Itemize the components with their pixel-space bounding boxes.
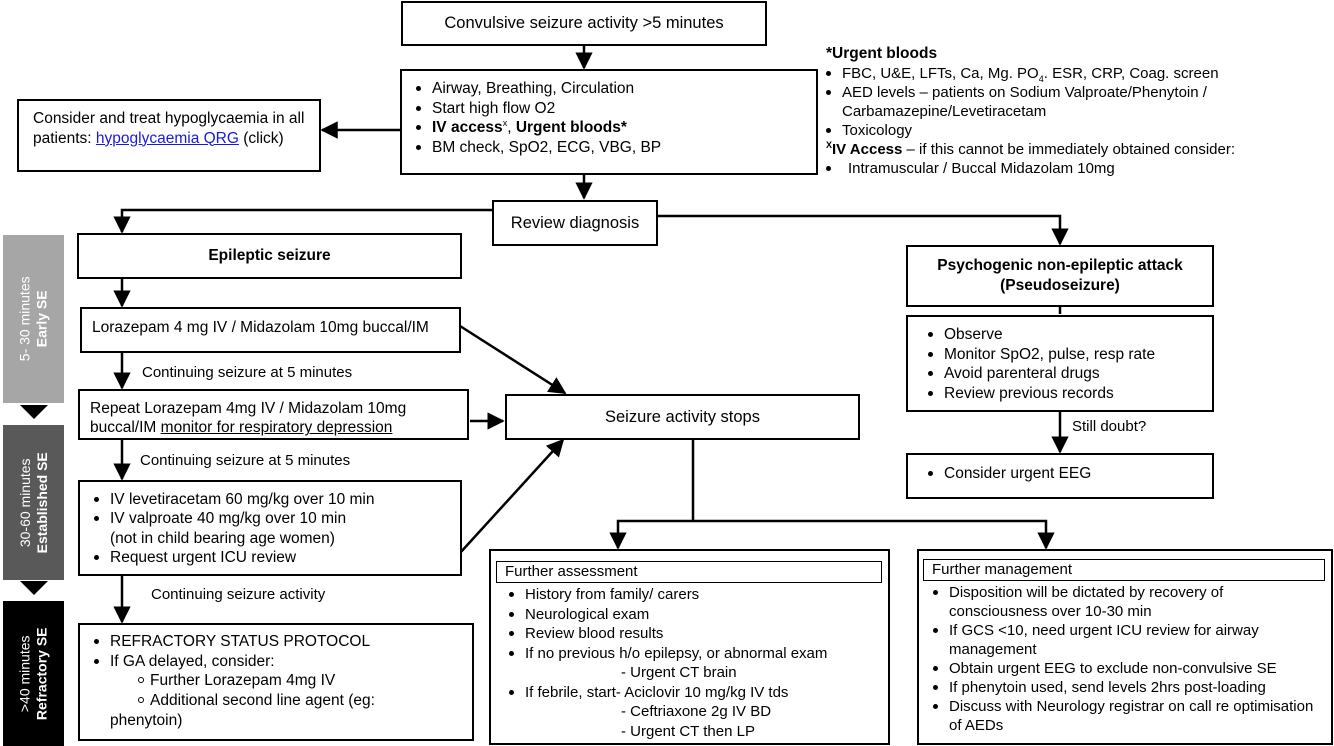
initial-item: Airway, Breathing, Circulation bbox=[408, 79, 810, 99]
hypo-text: Consider and treat hypoglycaemia in all … bbox=[33, 110, 305, 147]
arrow-review-to-pnea bbox=[658, 214, 1069, 246]
epileptic-seizure-box: Epileptic seizure bbox=[77, 233, 462, 279]
second-line-item: IV valproate 40 mg/kg over 10 min(not in… bbox=[86, 509, 454, 548]
iv-access-note-item: Intramuscular / Buccal Midazolam 10mg bbox=[818, 159, 1326, 178]
review-diagnosis-box: Review diagnosis bbox=[492, 200, 658, 246]
second-line-box: IV levetiracetam 60 mg/kg over 10 min IV… bbox=[78, 480, 462, 576]
refractory-subitem: Additional second line agent (eg: bbox=[136, 691, 466, 711]
hypoglycaemia-box: Consider and treat hypoglycaemia in all … bbox=[17, 99, 321, 172]
management-item: Obtain urgent EEG to exclude non-convuls… bbox=[925, 659, 1325, 678]
further-assessment-box: Further assessment History from family/ … bbox=[489, 549, 890, 745]
iv-access-note-title: IV Access bbox=[832, 140, 903, 158]
pnea-line2: (Pseudoseizure) bbox=[1000, 277, 1120, 294]
seizure-stops-text: Seizure activity stops bbox=[605, 407, 760, 426]
management-item: Disposition will be dictated by recovery… bbox=[925, 583, 1325, 621]
arrow-stops-to-assessment bbox=[609, 519, 693, 550]
assessment-item: History from family/ carers bbox=[501, 585, 886, 605]
continuing-seizure-label-2: Continuing seizure at 5 minutes bbox=[140, 452, 351, 469]
pnea-actions-box: Observe Monitor SpO2, pulse, resp rate A… bbox=[906, 315, 1214, 412]
management-item: If phenytoin used, send levels 2hrs post… bbox=[925, 678, 1325, 697]
management-item: If GCS <10, need urgent ICU review for a… bbox=[925, 621, 1325, 659]
refractory-item: If GA delayed, consider: Further Lorazep… bbox=[86, 652, 466, 731]
comma: , bbox=[507, 119, 516, 137]
start-box: Convulsive seizure activity >5 minutes bbox=[401, 1, 767, 46]
management-item: Discuss with Neurology registrar on call… bbox=[925, 697, 1325, 735]
initial-item: Start high flow O2 bbox=[408, 99, 810, 119]
hypo-click: (click) bbox=[243, 129, 284, 147]
arrow-stops-to-management bbox=[693, 519, 1055, 550]
further-management-box: Further management Disposition will be d… bbox=[917, 549, 1333, 745]
lorazepam-text: Lorazepam 4 mg IV / Midazolam 10mg bucca… bbox=[92, 319, 429, 336]
pnea-action-item: Review previous records bbox=[920, 384, 1200, 404]
iv-access-note-text: – if this cannot be immediately obtained… bbox=[902, 140, 1236, 158]
eeg-item: Consider urgent EEG bbox=[920, 464, 1200, 484]
iv-access-note-marker: X bbox=[826, 139, 833, 150]
pnea-action-item: Observe bbox=[920, 325, 1200, 345]
second-line-item: IV levetiracetam 60 mg/kg over 10 min bbox=[86, 490, 454, 509]
repeat-lorazepam-box: Repeat Lorazepam 4mg IV / Midazolam 10mg… bbox=[78, 389, 469, 440]
pnea-line1: Psychogenic non-epileptic attack bbox=[937, 257, 1183, 275]
further-management-title: Further management bbox=[923, 559, 1325, 581]
refractory-subitem-cont: phenytoin) bbox=[110, 711, 183, 729]
initial-management-box: Airway, Breathing, Circulation Start hig… bbox=[400, 69, 818, 175]
second-line-item: Request urgent ICU review bbox=[86, 548, 454, 567]
iv-access-marker: x bbox=[502, 118, 508, 129]
repeat-text: Repeat Lorazepam 4mg IV / Midazolam 10mg… bbox=[90, 400, 407, 437]
arrow-lorazepam-to-stops bbox=[459, 324, 567, 395]
notes-tox-item: Toxicology bbox=[818, 121, 1326, 140]
initial-item-iv: IV accessx, Urgent bloods* bbox=[408, 118, 810, 138]
respiratory-depression-warning: monitor for respiratory depression bbox=[160, 419, 393, 437]
notes-bloods-item: FBC, U&E, LFTs, Ca, Mg. PO4. ESR, CRP, C… bbox=[818, 64, 1326, 83]
assessment-item: If febrile, start- Aciclovir 10 mg/kg IV… bbox=[501, 683, 886, 742]
pnea-action-item: Avoid parenteral drugs bbox=[920, 364, 1200, 384]
continuing-seizure-label-1: Continuing seizure at 5 minutes bbox=[142, 364, 353, 381]
hypoglycaemia-qrg-link[interactable]: hypoglycaemia QRG bbox=[95, 129, 239, 147]
urgent-bloods-notes: *Urgent bloods FBC, U&E, LFTs, Ca, Mg. P… bbox=[826, 44, 1326, 178]
initial-item: BM check, SpO2, ECG, VBG, BP bbox=[408, 138, 810, 158]
arrow-review-to-epileptic bbox=[113, 208, 492, 234]
iv-access-note: XIV Access – if this cannot be immediate… bbox=[826, 140, 1326, 159]
refractory-subitem: Further Lorazepam 4mg IV bbox=[136, 671, 466, 691]
valproate-note: (not in child bearing age women) bbox=[110, 529, 335, 547]
continuing-seizure-label-3: Continuing seizure activity bbox=[151, 586, 326, 603]
phase-early-se-pointer bbox=[20, 405, 48, 419]
urgent-bloods-title: *Urgent bloods bbox=[826, 45, 938, 62]
phase-established-se-pointer bbox=[20, 581, 48, 595]
review-diagnosis-text: Review diagnosis bbox=[510, 213, 640, 232]
seizure-stops-box: Seizure activity stops bbox=[505, 394, 860, 440]
lorazepam-box: Lorazepam 4 mg IV / Midazolam 10mg bucca… bbox=[80, 307, 461, 353]
eeg-box: Consider urgent EEG bbox=[906, 453, 1214, 499]
refractory-box: REFRACTORY STATUS PROTOCOL If GA delayed… bbox=[78, 623, 474, 741]
epileptic-seizure-text: Epileptic seizure bbox=[208, 247, 331, 265]
refractory-item: REFRACTORY STATUS PROTOCOL bbox=[86, 632, 466, 652]
urgent-bloods-label: Urgent bloods* bbox=[515, 119, 627, 137]
notes-aed-item: AED levels – patients on Sodium Valproat… bbox=[818, 83, 1282, 121]
assessment-item: If no previous h/o epilepsy, or abnormal… bbox=[501, 644, 886, 683]
assessment-item: Neurological exam bbox=[501, 605, 886, 625]
still-doubt-label: Still doubt? bbox=[1072, 418, 1147, 435]
start-text: Convulsive seizure activity >5 minutes bbox=[444, 14, 724, 33]
further-assessment-title: Further assessment bbox=[496, 561, 882, 583]
assessment-item: Review blood results bbox=[501, 624, 886, 644]
iv-access-label: IV access bbox=[432, 119, 503, 137]
pnea-action-item: Monitor SpO2, pulse, resp rate bbox=[920, 345, 1200, 365]
arrow-second-line-to-stops bbox=[459, 438, 565, 554]
pnea-box: Psychogenic non-epileptic attack (Pseudo… bbox=[906, 245, 1214, 307]
